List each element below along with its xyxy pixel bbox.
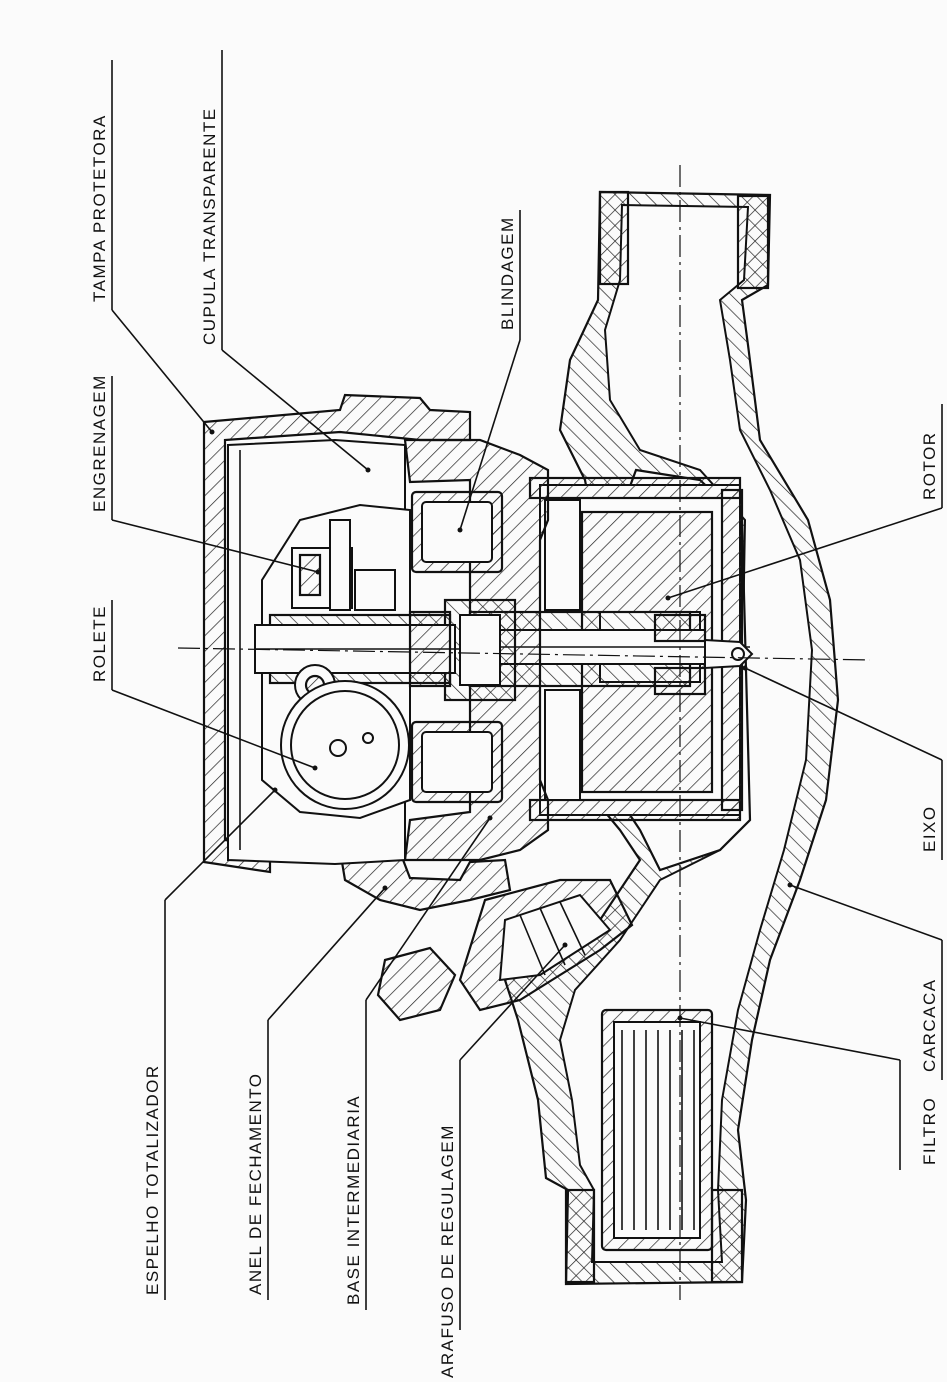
roller: [280, 680, 410, 810]
label-base-intermediaria: BASE INTERMEDIARIA: [344, 1095, 363, 1305]
label-tampa-protetora: TAMPA PROTETORA: [90, 114, 109, 302]
label-blindagem: BLINDAGEM: [498, 216, 517, 330]
adjustment-screw: [376, 878, 634, 1022]
label-espelho-totalizador: ESPELHO TOTALIZADOR: [143, 1064, 162, 1295]
label-filtro: FILTRO: [920, 1097, 939, 1165]
label-carcaca: CARCACA: [920, 978, 939, 1072]
intermediate-base: [403, 438, 550, 862]
label-cupula-transparente: CUPULA TRANSPARENTE: [200, 107, 219, 345]
leader-lines: [111, 50, 943, 1330]
gear-train: [254, 519, 460, 706]
horizontal-centerline: [177, 647, 871, 661]
label-anel-de-fechamento: ANEL DE FECHAMENTO: [246, 1072, 265, 1295]
label-rotor: ROTOR: [920, 431, 939, 500]
labels: TAMPA PROTETORA CUPULA TRANSPARENTE BLIN…: [90, 107, 939, 1378]
label-rolete: ROLETE: [90, 605, 109, 682]
label-eixo: EIXO: [920, 805, 939, 852]
filter-element: [600, 1008, 714, 1252]
label-engrenagem: ENGRENAGEM: [90, 374, 109, 512]
label-parafuso-de-regulagem: ARAFUSO DE REGULAGEM: [438, 1124, 457, 1378]
